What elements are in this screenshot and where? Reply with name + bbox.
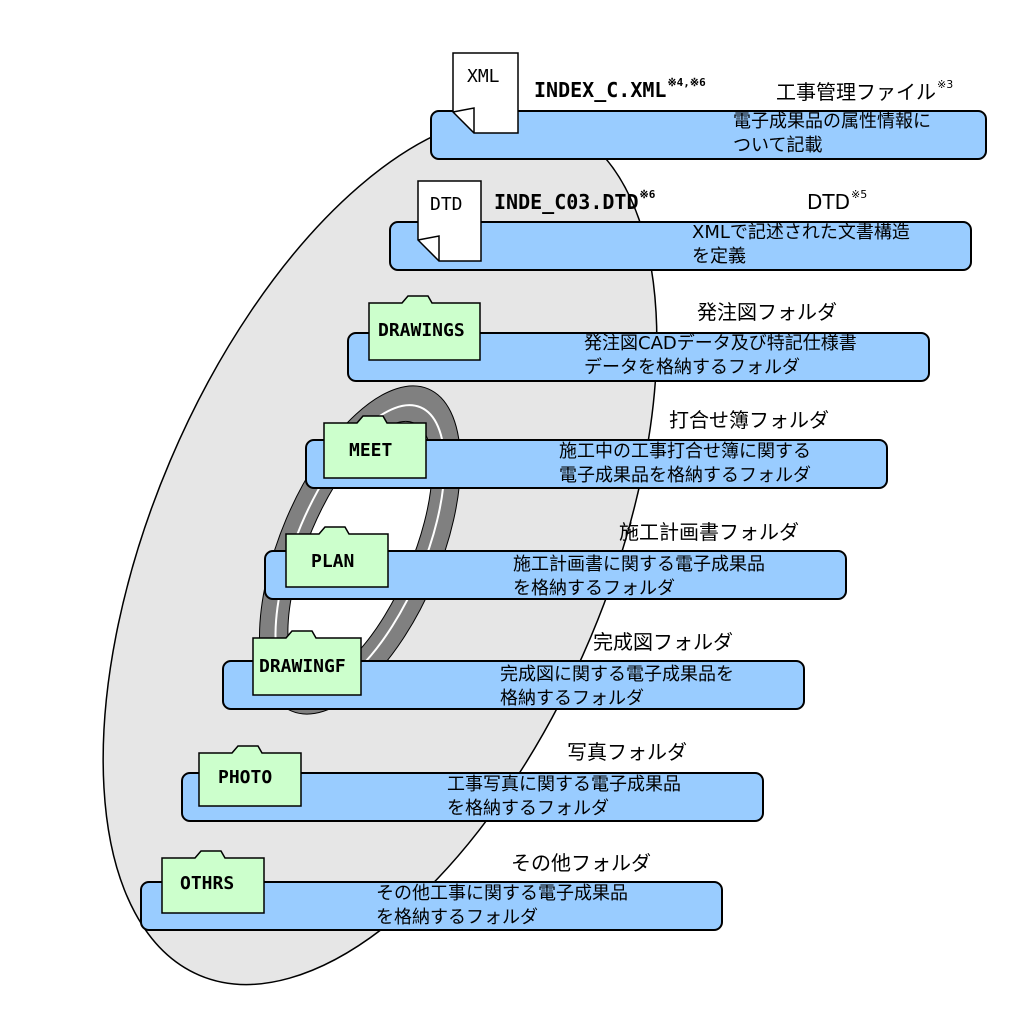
drawings-folder-icon <box>368 295 481 361</box>
dtd-filename: INDE_C03.DTD※6 <box>494 188 656 218</box>
dtd-filename-note: ※6 <box>639 188 656 201</box>
dtd-document-icon <box>417 180 482 262</box>
dtd-title-note: ※5 <box>851 188 868 201</box>
dtd-desc-line1: XMLで記述された文書構造 <box>692 222 910 243</box>
plan-title: 施工計画書フォルダ <box>619 520 799 544</box>
plan-desc-line2: を格納するフォルダ <box>513 578 675 599</box>
dtd-desc-line2: を定義 <box>692 246 746 267</box>
photo-folder-icon <box>198 745 302 807</box>
drawingf-folder-icon <box>252 630 362 696</box>
meet-title: 打合せ簿フォルダ <box>669 408 829 432</box>
info-bar-dtd <box>389 221 972 271</box>
index-c-desc-line2: ついて記載 <box>733 135 823 156</box>
othrs-folder-icon <box>161 850 265 914</box>
othrs-desc-line1: その他工事に関する電子成果品 <box>376 883 628 904</box>
index-c-desc-line1: 電子成果品の属性情報に <box>733 111 931 132</box>
index-c-filename: INDEX_C.XML※4,※6 <box>534 76 706 106</box>
index-c-title-note: ※3 <box>937 78 954 91</box>
photo-desc-line2: を格納するフォルダ <box>447 798 609 819</box>
dtd-title: DTD※5 <box>807 188 868 218</box>
drawingf-title: 完成図フォルダ <box>593 630 733 654</box>
photo-desc-line1: 工事写真に関する電子成果品 <box>447 774 681 795</box>
drawings-desc-line2: データを格納するフォルダ <box>584 357 800 378</box>
othrs-desc-line2: を格納するフォルダ <box>376 907 538 928</box>
drawings-title: 発注図フォルダ <box>697 300 837 324</box>
drawingf-desc-line2: 格納するフォルダ <box>500 688 644 709</box>
dtd-title-text: DTD <box>807 190 851 214</box>
xml-icon-label: XML <box>467 66 500 87</box>
meet-folder-label: MEET <box>349 440 393 461</box>
drawingf-desc-line1: 完成図に関する電子成果品を <box>500 664 734 685</box>
plan-folder-icon <box>285 526 389 588</box>
info-bar-index-c <box>430 110 987 160</box>
drawings-desc-line1: 発注図CADデータ及び特記仕様書 <box>584 333 857 354</box>
meet-folder-icon <box>323 415 427 479</box>
photo-folder-label: PHOTO <box>218 767 273 788</box>
meet-desc-line1: 施工中の工事打合せ簿に関する <box>559 441 811 462</box>
dtd-icon-label: DTD <box>430 194 463 215</box>
dtd-filename-text: INDE_C03.DTD <box>494 190 639 214</box>
photo-title: 写真フォルダ <box>567 740 687 764</box>
meet-desc-line2: 電子成果品を格納するフォルダ <box>559 465 811 486</box>
index-c-title-text: 工事管理ファイル <box>776 80 936 104</box>
drawings-folder-label: DRAWINGS <box>378 320 465 341</box>
plan-folder-label: PLAN <box>311 551 355 572</box>
othrs-folder-label: OTHRS <box>180 873 235 894</box>
index-c-filename-note: ※4,※6 <box>667 76 706 89</box>
xml-document-icon <box>452 52 519 134</box>
plan-desc-line1: 施工計画書に関する電子成果品 <box>513 554 765 575</box>
othrs-title: その他フォルダ <box>511 851 651 875</box>
index-c-title: 工事管理ファイル※3 <box>776 78 954 108</box>
drawingf-folder-label: DRAWINGF <box>259 656 346 677</box>
index-c-filename-text: INDEX_C.XML <box>534 78 667 102</box>
